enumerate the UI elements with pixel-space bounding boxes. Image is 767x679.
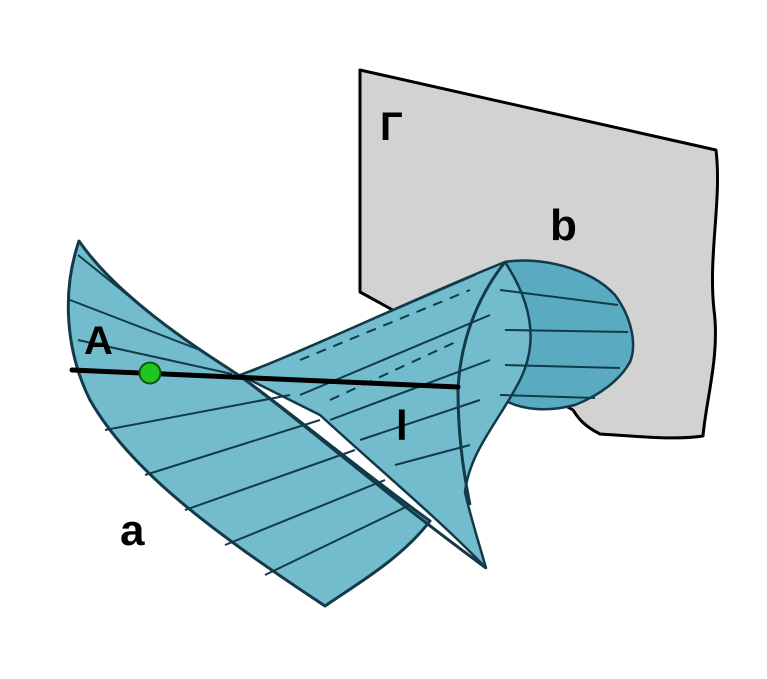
label-curve-b: b xyxy=(550,201,577,250)
rulings-hidden xyxy=(299,289,471,401)
curve-b xyxy=(456,261,507,506)
line-l xyxy=(69,367,461,390)
label-plane-gamma: Г xyxy=(380,105,403,149)
label-line-l: l xyxy=(396,402,408,449)
surface-intersection-curve xyxy=(239,374,487,570)
rulings-left xyxy=(69,254,411,576)
point-a-marker xyxy=(138,361,162,385)
label-point-a: A xyxy=(84,319,113,363)
label-curve-a: a xyxy=(120,506,145,555)
surface-left-sheet xyxy=(66,239,432,608)
